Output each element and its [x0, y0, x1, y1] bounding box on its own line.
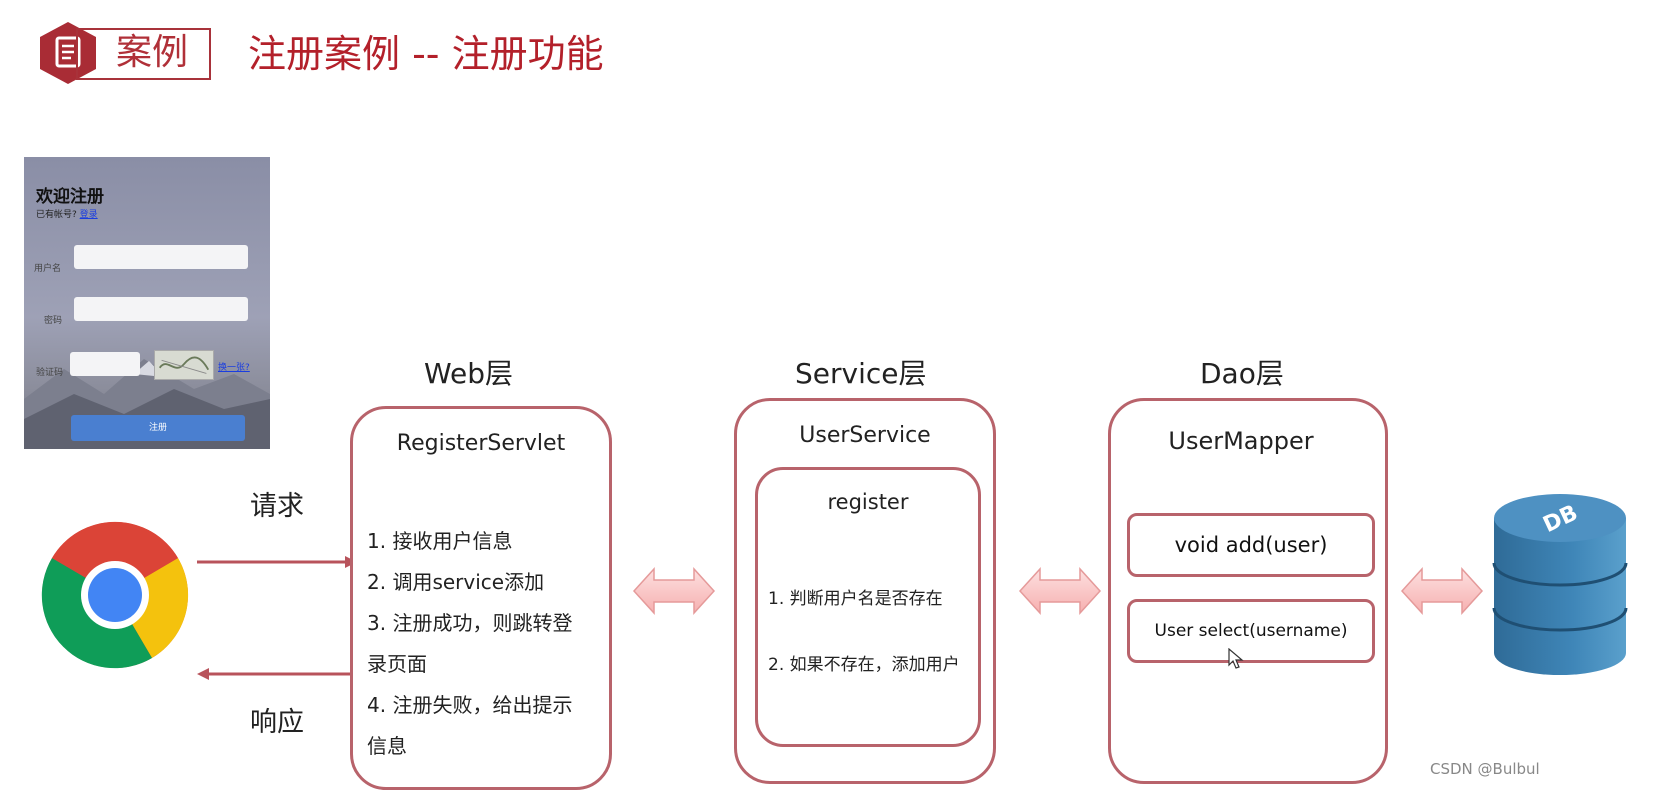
register-form-preview: 欢迎注册 已有帐号? 登录 用户名 密码 验证码 换一张? 注册	[24, 157, 270, 449]
page-title: 注册案例 -- 注册功能	[248, 32, 604, 76]
header-badge	[76, 28, 211, 80]
document-icon	[40, 22, 96, 84]
web-step: 4. 注册失败，给出提示	[367, 693, 573, 717]
web-steps-list: 1. 接收用户信息 2. 调用service添加 3. 注册成功，则跳转登 录页…	[367, 521, 607, 767]
chrome-browser-icon	[41, 521, 189, 669]
service-dao-double-arrow	[1018, 567, 1102, 615]
web-step: 1. 接收用户信息	[367, 529, 513, 553]
mouse-cursor-icon	[1228, 648, 1244, 669]
add-user-method: void add(user)	[1127, 513, 1375, 577]
select-user-method: User select(username)	[1127, 599, 1375, 663]
service-layer-title: Service层	[795, 357, 927, 390]
service-step: 1. 判断用户名是否存在	[768, 589, 943, 609]
web-step: 2. 调用service添加	[367, 570, 545, 594]
username-label: 用户名	[34, 264, 62, 274]
register-method-box: register 1. 判断用户名是否存在 2. 如果不存在，添加用户	[755, 467, 981, 747]
password-input[interactable]	[74, 297, 248, 321]
dao-db-double-arrow	[1400, 567, 1484, 615]
change-captcha-link[interactable]: 换一张?	[218, 363, 250, 373]
header-badge-label: 案例	[116, 32, 189, 73]
request-label: 请求	[250, 491, 304, 522]
dao-layer-title: Dao层	[1200, 357, 1284, 390]
service-step: 2. 如果不存在，添加用户	[768, 655, 960, 675]
service-layer-panel: UserService register 1. 判断用户名是否存在 2. 如果不…	[734, 398, 996, 784]
captcha-input[interactable]	[70, 352, 140, 376]
dao-layer-panel: UserMapper void add(user) User select(us…	[1108, 398, 1388, 784]
web-service-double-arrow	[632, 567, 716, 615]
database-icon: DB	[1492, 494, 1628, 675]
register-submit-button[interactable]: 注册	[71, 415, 245, 441]
captcha-label: 验证码	[36, 368, 64, 378]
form-subtitle: 已有帐号? 登录	[36, 207, 98, 220]
captcha-image[interactable]	[154, 350, 214, 380]
form-title: 欢迎注册	[36, 187, 104, 207]
password-label: 密码	[44, 316, 63, 326]
web-step: 3. 注册成功，则跳转登	[367, 611, 573, 635]
user-service-title: UserService	[799, 423, 931, 448]
register-method-title: register	[827, 490, 909, 514]
web-layer-title: Web层	[424, 357, 514, 390]
request-response-arrows	[197, 556, 357, 680]
response-label: 响应	[250, 707, 304, 738]
has-account-text: 已有帐号?	[36, 210, 77, 220]
watermark: CSDN @Bulbul	[1430, 760, 1540, 778]
web-step: 信息	[367, 734, 407, 758]
web-step: 录页面	[367, 652, 427, 676]
user-mapper-title: UserMapper	[1168, 427, 1314, 455]
web-layer-panel: RegisterServlet 1. 接收用户信息 2. 调用service添加…	[350, 406, 612, 790]
username-input[interactable]	[74, 245, 248, 269]
login-link[interactable]: 登录	[79, 210, 98, 220]
register-servlet-title: RegisterServlet	[396, 431, 566, 456]
